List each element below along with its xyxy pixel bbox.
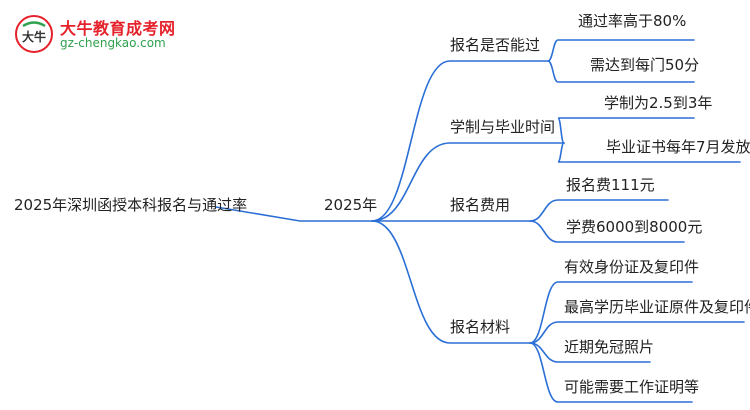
- branch-connector-3: [371, 220, 531, 344]
- branch-connector-0: [371, 60, 549, 222]
- leaf-connector-0-0: [547, 39, 695, 62]
- branch-connector-1: [371, 142, 565, 222]
- branch-materials: 报名材料: [450, 318, 511, 336]
- leaf-connector-3-1: [529, 321, 745, 344]
- root-connector: [215, 206, 373, 222]
- leaf-connector-2-0: [529, 199, 669, 222]
- leaf-work-proof: 可能需要工作证明等: [564, 378, 700, 396]
- center-topic: 2025年: [324, 196, 378, 214]
- leaf-connector-3-2: [529, 342, 651, 363]
- leaf-pass-rate: 通过率高于80%: [578, 12, 687, 30]
- branch-fees: 报名费用: [450, 196, 511, 214]
- logo-site-url: gz-chengkao.com: [60, 36, 166, 50]
- branch-study-duration: 学制与毕业时间: [450, 118, 556, 136]
- leaf-connector-2-1: [529, 220, 685, 243]
- leaf-connector-0-1: [547, 60, 695, 83]
- logo-site-name: 大牛教育成考网: [60, 19, 176, 38]
- leaf-study-length: 学制为2.5到3年: [604, 94, 713, 112]
- leaf-id-card: 有效身份证及复印件: [564, 258, 700, 276]
- leaf-min-score: 需达到每门50分: [590, 56, 700, 74]
- branch-pass-eligibility: 报名是否能过: [450, 36, 541, 54]
- leaf-connector-3-0: [529, 281, 693, 344]
- leaf-registration-fee: 报名费111元: [566, 176, 655, 194]
- leaf-diploma-issue: 毕业证书每年7月发放: [606, 138, 750, 156]
- niu-logo-icon: 大牛: [15, 15, 53, 53]
- site-logo: 大牛 大牛教育成考网 gz-chengkao.com: [14, 14, 234, 54]
- root-topic: 2025年深圳函授本科报名与通过率: [14, 196, 248, 214]
- leaf-connector-1-1: [557, 142, 741, 163]
- logo-mark-text: 大牛: [22, 29, 46, 44]
- leaf-photo: 近期免冠照片: [564, 338, 655, 356]
- leaf-connector-3-3: [529, 342, 693, 403]
- leaf-connector-1-0: [557, 117, 695, 144]
- leaf-tuition: 学费6000到8000元: [566, 218, 703, 236]
- leaf-diploma-copy: 最高学历毕业证原件及复印件: [564, 298, 750, 316]
